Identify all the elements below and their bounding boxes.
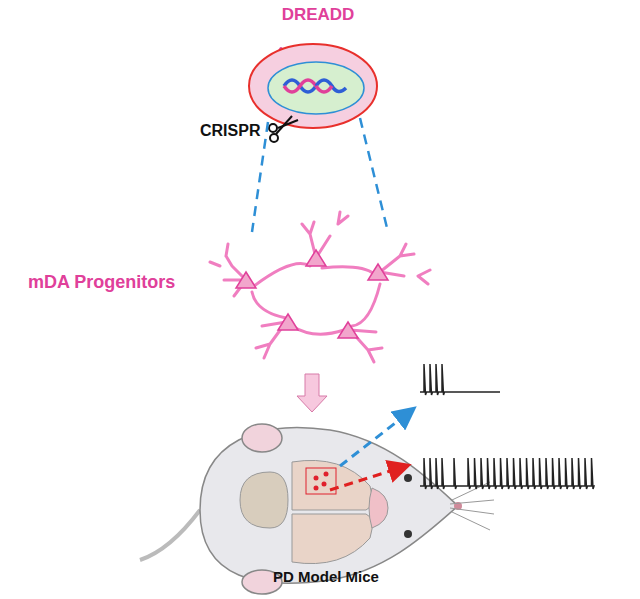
recording-arrow [340,410,412,466]
dna-helix [284,80,346,92]
spike-trace [420,458,594,489]
recording-arrow [330,466,406,490]
transplant-arrow [297,374,327,412]
mouse-figure [140,424,494,594]
receptor-label: DREADD [282,5,355,25]
zoom-line [360,118,388,232]
scissors-icon [269,116,298,142]
cell-nucleus [268,62,364,114]
spike-trace [420,364,500,395]
neuron-somata [236,250,388,338]
tool-label: CRISPR [200,122,260,140]
model-label: PD Model Mice [273,568,379,585]
neuron-cluster [210,212,430,362]
cell-membrane [249,44,377,128]
cell-label: mDA Progenitors [28,272,175,293]
